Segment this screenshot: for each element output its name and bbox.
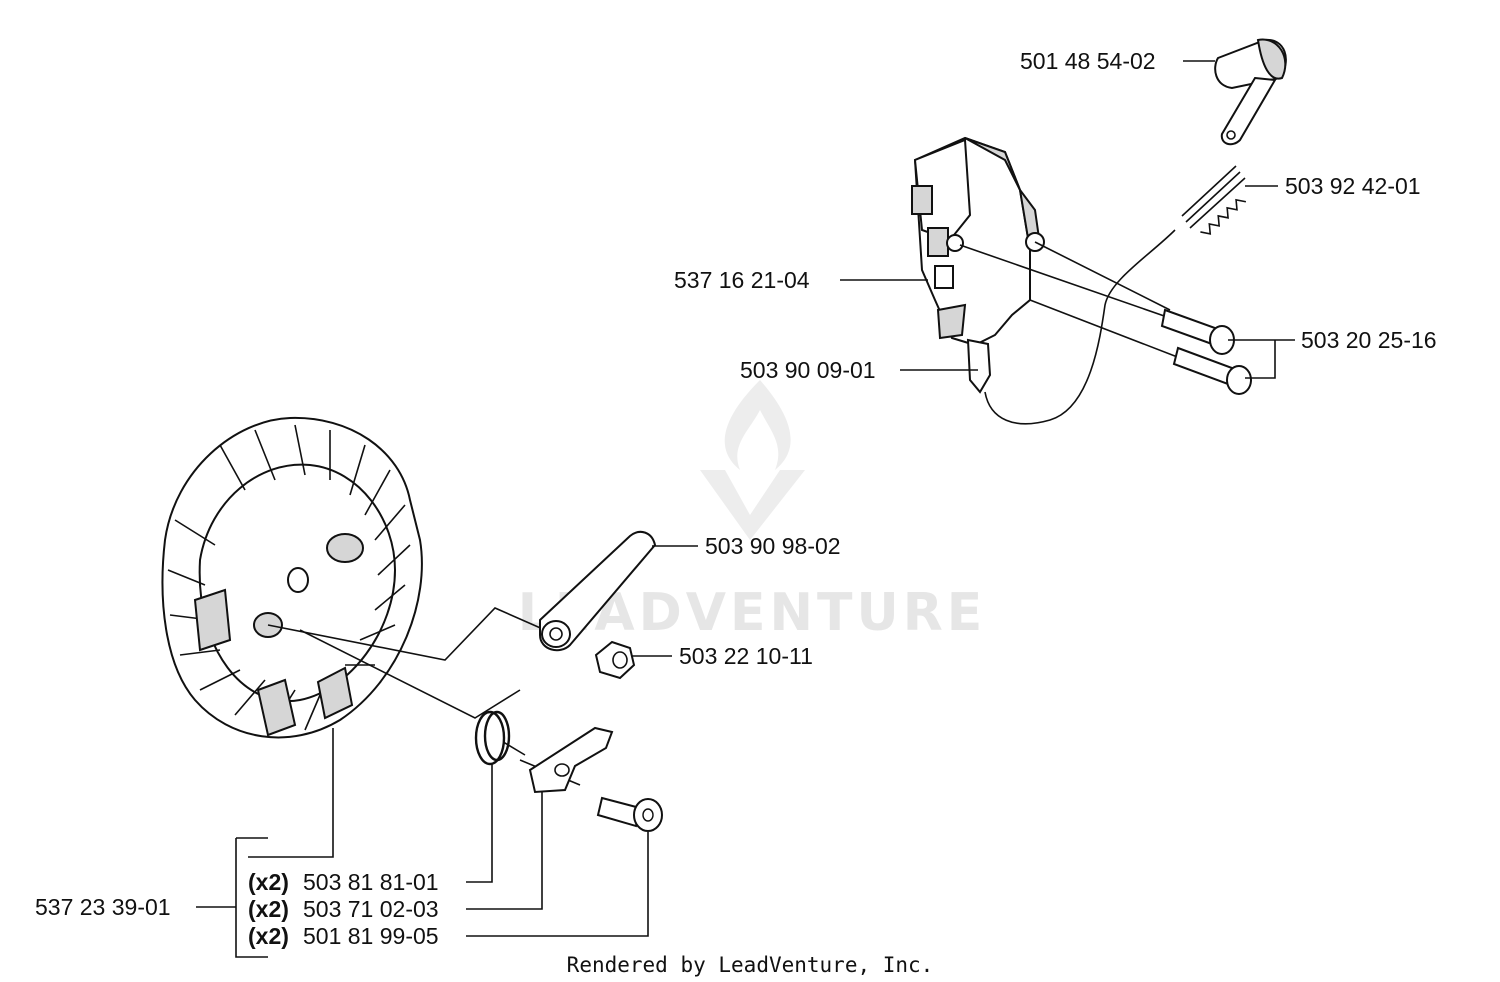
ignition-module <box>911 136 1045 394</box>
label-503-71-02-03: 503 71 02-03 <box>303 896 439 922</box>
label-537-16-21-04: 537 16 21-04 <box>674 267 810 293</box>
label-503-90-98-02: 503 90 98-02 <box>705 533 841 559</box>
ht-lead <box>984 229 1176 425</box>
pawl <box>528 726 614 794</box>
bracket-arm <box>539 530 657 652</box>
label-503-81-81-01: 503 81 81-01 <box>303 869 439 895</box>
label-503-20-25-16: 503 20 25-16 <box>1301 327 1437 353</box>
label-501-81-99-05: 501 81 99-05 <box>303 923 439 949</box>
label-503-92-42-01: 503 92 42-01 <box>1285 173 1421 199</box>
spring <box>1181 165 1247 235</box>
label-537-23-39-01: 537 23 39-01 <box>35 894 171 920</box>
qty-501-81-99-05: (x2) <box>248 923 289 949</box>
spark-plug-boot <box>1214 38 1287 146</box>
flywheel <box>161 416 423 739</box>
qty-503-71-02-03: (x2) <box>248 896 289 922</box>
shoulder-screw <box>596 796 663 832</box>
label-503-90-09-01: 503 90 09-01 <box>740 357 876 383</box>
leader-lines <box>196 60 1295 958</box>
ring <box>474 710 511 766</box>
qty-503-81-81-01: (x2) <box>248 869 289 895</box>
flywheel-axis-line-2 <box>299 629 521 719</box>
flywheel-axis-line <box>267 607 546 661</box>
watermark-flame-icon <box>724 380 791 470</box>
footer-credit: Rendered by LeadVenture, Inc. <box>567 953 934 977</box>
label-501-48-54-02: 501 48 54-02 <box>1020 48 1156 74</box>
module-screws <box>959 241 1252 395</box>
label-503-22-10-11: 503 22 10-11 <box>679 643 813 669</box>
watermark-v-icon <box>700 470 805 540</box>
hex-nut <box>594 640 636 680</box>
